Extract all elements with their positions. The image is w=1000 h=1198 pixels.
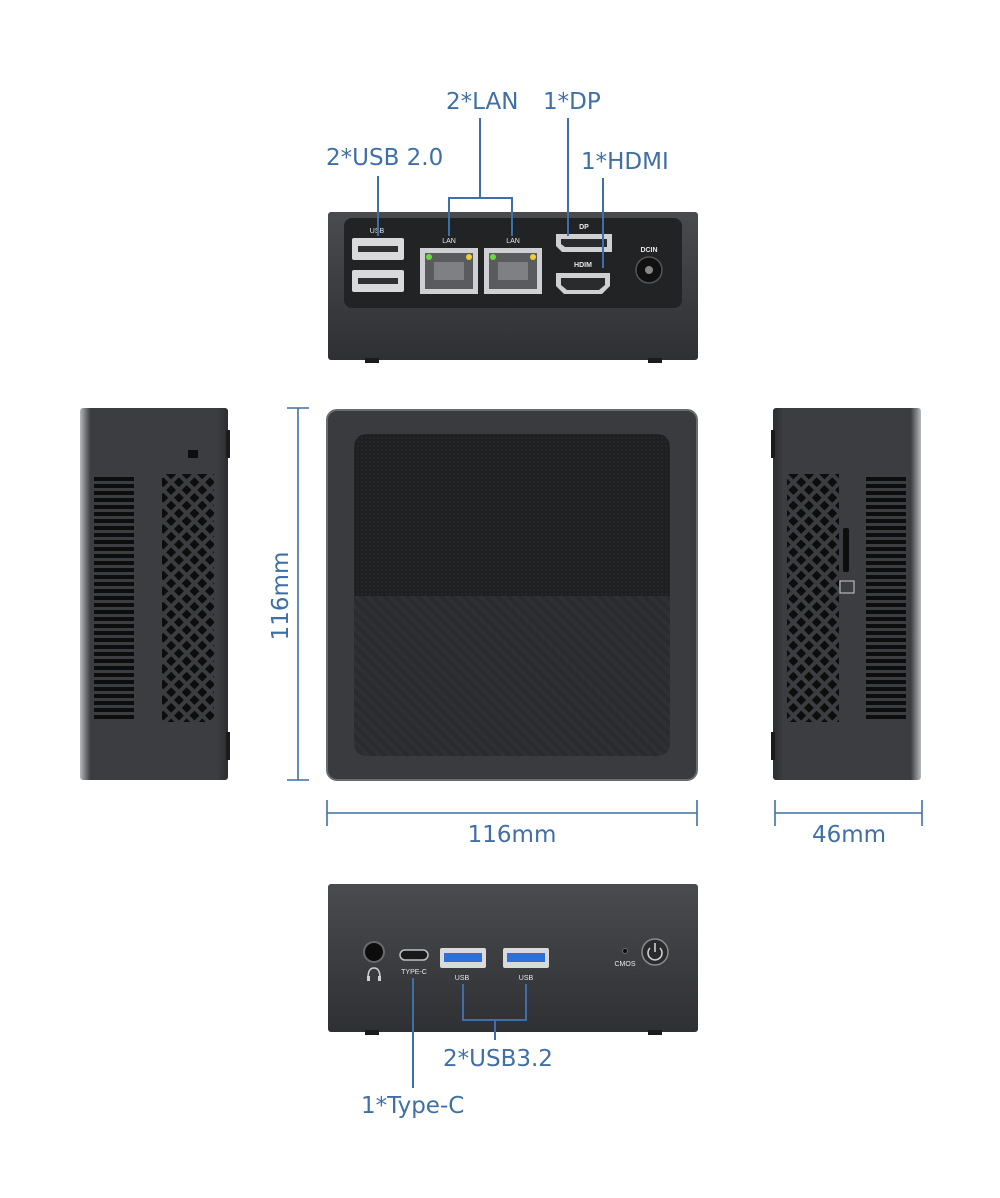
type-c-label: TYPE-C bbox=[401, 969, 427, 976]
hdmi-callout: 1*HDMI bbox=[581, 149, 669, 175]
dp-callout: 1*DP bbox=[543, 89, 601, 115]
left-vent-mesh bbox=[162, 474, 214, 722]
headphone-icon bbox=[367, 967, 381, 981]
lan-port-1-label: LAN bbox=[442, 238, 456, 245]
rear-panel-view: USB LAN LAN DP HDIM DCIN bbox=[328, 212, 698, 363]
right-vent-mesh bbox=[787, 474, 839, 722]
kensington-lock-icon bbox=[188, 450, 198, 458]
dimension-annotations: 116mm 116mm 46mm bbox=[268, 407, 923, 848]
type-c-callout: 1*Type-C bbox=[361, 1093, 464, 1119]
rear-callouts: 2*LAN 1*DP 1*HDMI 2*USB 2.0 bbox=[326, 89, 669, 268]
top-textured-panel bbox=[354, 596, 670, 756]
lan-2-status-led bbox=[490, 254, 496, 260]
usb32-port-1-label: USB bbox=[455, 975, 470, 982]
cmos-reset-hole bbox=[622, 948, 628, 954]
right-side-view bbox=[771, 408, 921, 780]
depth-dimension: 46mm bbox=[812, 822, 886, 848]
dp-port-label: DP bbox=[579, 224, 589, 231]
rear-foot-left bbox=[365, 358, 379, 363]
type-c-port bbox=[399, 949, 429, 961]
right-vent-slots bbox=[866, 474, 906, 722]
lan-port-2-label: LAN bbox=[506, 238, 520, 245]
lan-1-status-led bbox=[426, 254, 432, 260]
hdmi-port-label: HDIM bbox=[574, 262, 592, 269]
left-vent-slots bbox=[94, 474, 134, 722]
rear-foot-right bbox=[648, 358, 662, 363]
sd-card-icon bbox=[839, 580, 855, 594]
front-callouts: 2*USB3.2 1*Type-C bbox=[361, 978, 553, 1119]
usb32-port-2-label: USB bbox=[519, 975, 534, 982]
sd-card-slot bbox=[843, 528, 849, 572]
height-dimension: 116mm bbox=[268, 552, 294, 641]
left-side-view bbox=[80, 408, 230, 780]
audio-jack bbox=[363, 941, 385, 963]
dcin-label: DCIN bbox=[640, 247, 657, 254]
cmos-label: CMOS bbox=[615, 961, 636, 968]
usb32-callout: 2*USB3.2 bbox=[443, 1046, 553, 1072]
lan-callout: 2*LAN bbox=[446, 89, 518, 115]
top-fabric-panel bbox=[354, 434, 670, 596]
power-icon bbox=[647, 943, 663, 961]
top-view bbox=[326, 409, 698, 781]
usb20-callout: 2*USB 2.0 bbox=[326, 145, 443, 171]
front-panel-view: TYPE-C USB USB CMOS bbox=[328, 884, 698, 1035]
width-dimension: 116mm bbox=[468, 822, 557, 848]
